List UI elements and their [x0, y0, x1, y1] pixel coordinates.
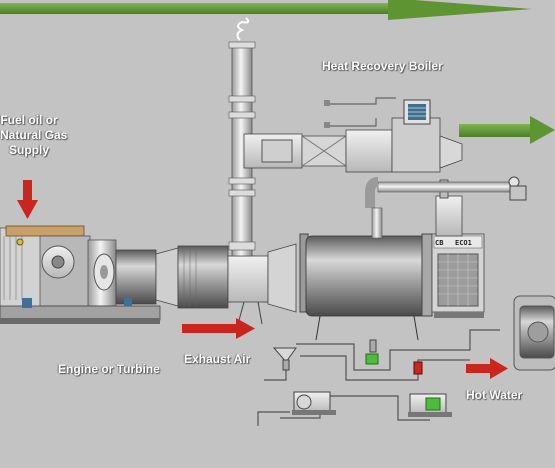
top-flow-arrow [0, 0, 532, 20]
exhaust-air-label: Exhaust Air [184, 352, 251, 366]
boiler-tank [299, 179, 485, 341]
fuel-label-line1: Fuel oil or [0, 113, 58, 127]
absorption-chiller [513, 295, 555, 371]
hot-water-arrow [466, 358, 508, 379]
exhaust-air-arrow [182, 318, 255, 339]
fuel-label-line3: Supply [8, 143, 49, 157]
circulation-pump-1 [292, 391, 336, 415]
exhaust-stack [228, 17, 256, 257]
heat-recovery-boiler [243, 97, 463, 173]
circulation-pump-2 [408, 393, 452, 417]
fuel-supply-arrow [17, 180, 38, 219]
hot-water-label: Hot Water [466, 388, 523, 402]
hot-water-pipe [365, 176, 527, 239]
boiler-plate-left: CB [435, 239, 444, 247]
engine-turbine-label: Engine or Turbine [58, 362, 160, 376]
fuel-label-line2: Natural Gas [0, 128, 68, 142]
control-valve [365, 339, 423, 375]
expansion-funnel [272, 347, 297, 371]
engine-turbine [0, 225, 179, 324]
boiler-flow-arrow [459, 116, 555, 144]
fuel-supply-label: Fuel oil or Natural Gas Supply [0, 113, 68, 158]
boiler-plate-right: ECO1 [455, 239, 472, 247]
exhaust-duct [177, 243, 297, 325]
heat-recovery-boiler-label: Heat Recovery Boiler [322, 59, 443, 73]
